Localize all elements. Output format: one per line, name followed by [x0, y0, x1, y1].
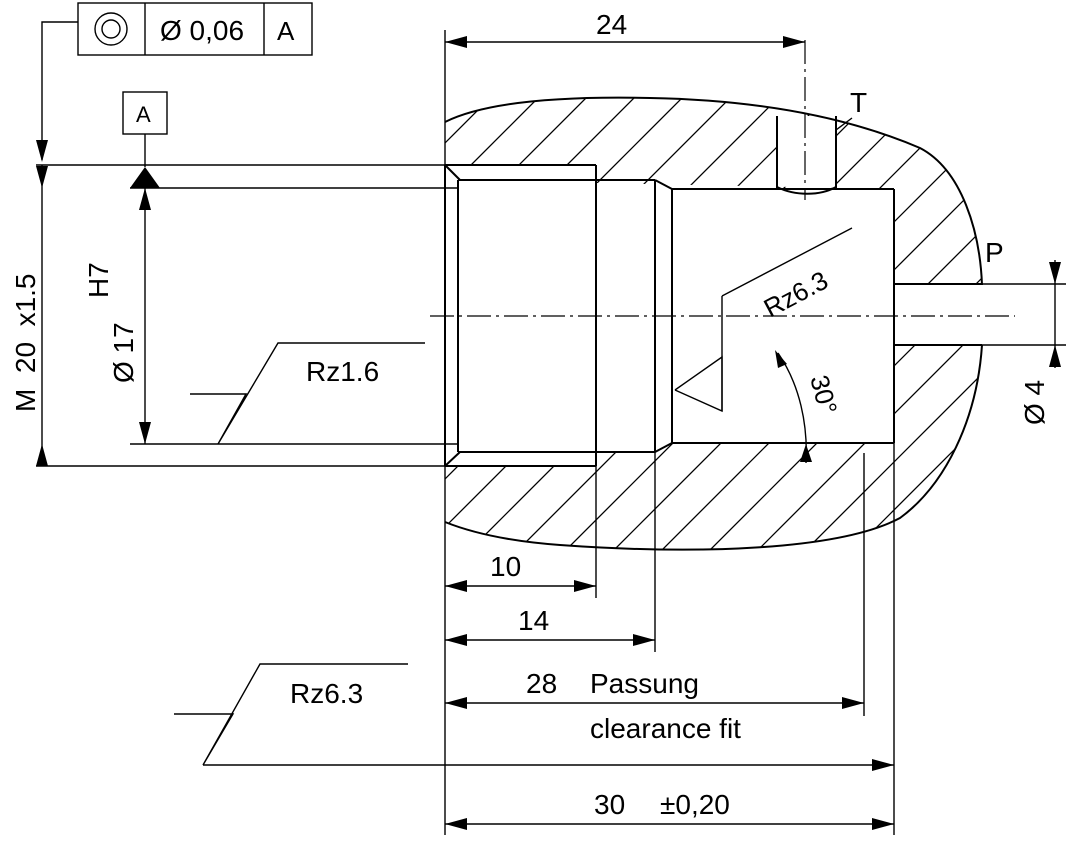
datum-a-marker: A: [122, 91, 168, 188]
body-outline: [444, 96, 983, 551]
surface-finish-bore: Rz1.6: [190, 342, 425, 445]
rz-cone-label: Rz6.3: [759, 265, 833, 323]
p-port-label: P: [985, 237, 1004, 268]
dimension-10: 10: [444, 466, 597, 835]
geometric-tolerance-frame: Ø 0,06 A: [36, 2, 313, 162]
section-hatching: [445, 97, 982, 550]
dimension-28: 28 Passung clearance fit: [445, 453, 865, 744]
thread-dimension: M 20 x1.5: [10, 164, 445, 467]
len-10-label: 10: [490, 551, 521, 582]
dimension-30: 30 ±0,20: [445, 443, 895, 835]
datum-label: A: [136, 102, 151, 127]
len-30-label: 30: [594, 789, 625, 820]
tolerance-datum: A: [277, 16, 295, 46]
port-diameter-label: Ø 4: [1019, 380, 1050, 425]
fit-en-label: clearance fit: [590, 713, 741, 744]
fit-de-label: Passung: [590, 668, 699, 699]
rz-bore-label: Rz1.6: [306, 356, 379, 387]
len-24-label: 24: [596, 9, 627, 40]
tol-30-label: ±0,20: [660, 789, 730, 820]
dimension-14: 14: [445, 452, 656, 652]
bore-contour: [444, 116, 982, 467]
angle-label: 30°: [804, 372, 843, 418]
surface-finish-general: Rz6.3: [174, 663, 894, 771]
len-14-label: 14: [518, 605, 549, 636]
t-port-label: T: [850, 87, 867, 118]
rz-general-label: Rz6.3: [290, 678, 363, 709]
bore-fit-label: H7: [83, 262, 114, 298]
concentricity-icon: [94, 12, 128, 46]
port-p-dimension: P Ø 4: [982, 237, 1066, 425]
bore-dimension: H7 Ø 17: [83, 187, 458, 445]
thread-label: M 20 x1.5: [10, 273, 41, 412]
tolerance-value: Ø 0,06: [160, 15, 244, 46]
bore-diameter-label: Ø 17: [108, 322, 139, 383]
dimension-24: 24: [444, 9, 805, 165]
len-28-label: 28: [526, 668, 557, 699]
cone-angle-dimension: 30°: [775, 350, 843, 464]
